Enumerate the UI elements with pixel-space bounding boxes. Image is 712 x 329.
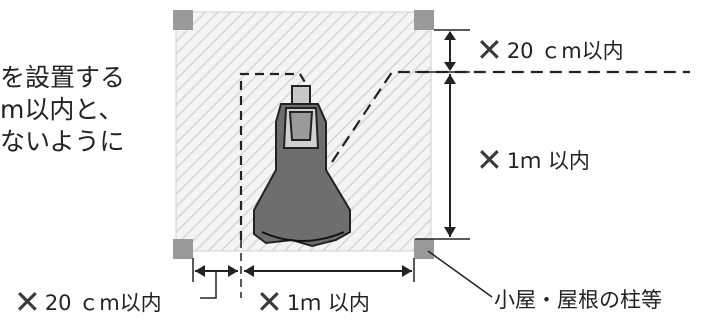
side-caption-line-2: m以内と、 [0,95,124,124]
side-caption: を設置する m以内と、 ないように [0,62,160,158]
leader-pillar [427,250,493,298]
label-top-gap-text: 20 ｃm以内 [506,39,624,63]
x-mark-icon: ✕ [476,141,503,179]
x-mark-icon: ✕ [256,283,283,321]
label-top-gap: ✕ 20 ｃm以内 [476,34,624,66]
x-mark-icon: ✕ [14,283,41,321]
dashed-outline [239,72,307,240]
dashed-cable [331,70,690,163]
label-pillar-text: 小屋・屋根の柱等 [494,288,662,312]
pillar-bottom-left [173,239,193,259]
side-caption-line-1: を設置する [0,63,126,92]
label-bottom-width-text: 1ｍ 以内 [286,291,370,315]
x-mark-icon: ✕ [476,31,503,69]
label-bottom-width: ✕ 1ｍ 以内 [256,286,370,318]
pillar-bottom-right [414,239,434,259]
label-bottom-gap: ✕ 20 ｃm以内 [14,286,162,318]
label-bottom-gap-text: 20 ｃm以内 [44,291,162,315]
leader-left-gap [200,272,217,299]
label-pillar: 小屋・屋根の柱等 [494,284,662,314]
pillar-top-right [414,10,434,30]
side-caption-line-3: ないように [0,127,125,156]
robot-mower [253,85,351,248]
label-right-height-text: 1ｍ 以内 [506,149,590,173]
pillar-top-left [173,10,193,30]
label-right-height: ✕ 1ｍ 以内 [476,144,590,176]
